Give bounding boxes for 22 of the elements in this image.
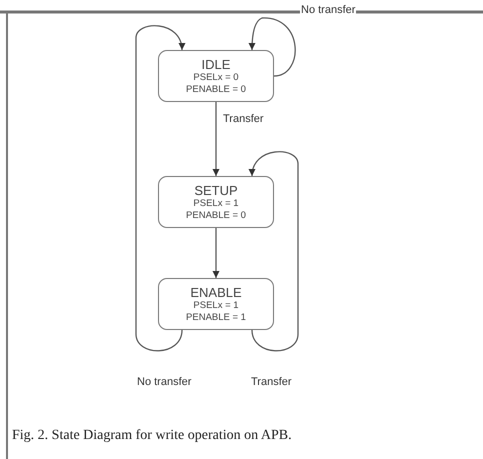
signal-value: PENABLE = 0 (185, 84, 247, 96)
transition-arrow (249, 151, 299, 352)
figure-caption: Fig. 2. State Diagram for write operation on APB. (12, 428, 292, 444)
transition-arrow (135, 25, 185, 352)
edge-label: No transfer (136, 376, 192, 388)
state-name: SETUP (193, 182, 239, 198)
transition-arrow (248, 17, 296, 77)
transition-arrow (212, 102, 220, 176)
state-name: IDLE (200, 56, 232, 72)
edge-label: Transfer (222, 113, 265, 125)
signal-value: PSELx = 1 (192, 198, 240, 210)
state-name: ENABLE (189, 284, 243, 300)
signal-value: PENABLE = 0 (185, 210, 247, 222)
signal-value: PSELx = 1 (192, 300, 240, 312)
state-box (158, 176, 274, 228)
edge-label: No transfer (300, 4, 356, 16)
transition-arrow (212, 228, 220, 278)
edge-label: Transfer (250, 376, 293, 388)
signal-value: PSELx = 0 (192, 72, 240, 84)
signal-value: PENABLE = 1 (185, 312, 247, 324)
state-box (158, 278, 274, 330)
state-box (158, 50, 274, 102)
